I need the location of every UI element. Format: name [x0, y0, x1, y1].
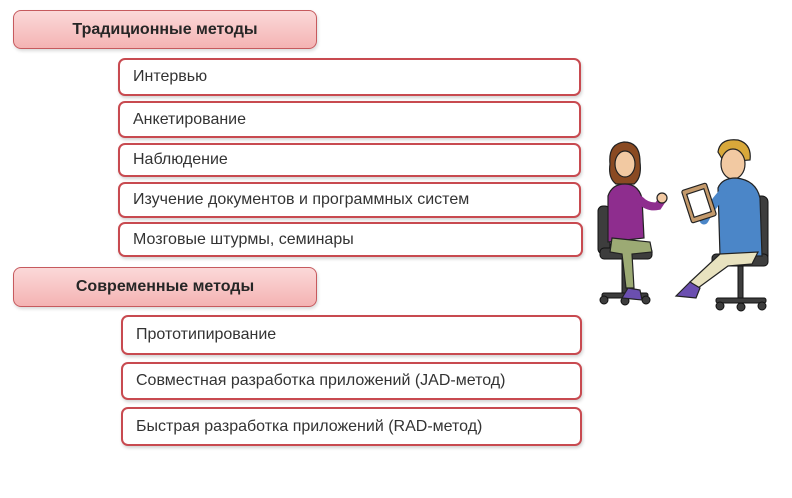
- modern-methods-header: Современные методы: [13, 267, 317, 307]
- traditional-methods-header: Традиционные методы: [13, 10, 317, 49]
- method-item-document-study: Изучение документов и программных систем: [118, 182, 581, 218]
- method-item-prototyping: Прототипирование: [121, 315, 582, 355]
- method-item-rad: Быстрая разработка приложений (RAD-метод…: [121, 407, 582, 446]
- interview-illustration: [597, 139, 769, 312]
- woman-figure: [607, 141, 668, 301]
- method-item-interview: Интервью: [118, 58, 581, 96]
- man-figure: [674, 139, 763, 299]
- method-item-jad: Совместная разработка приложений (JAD-ме…: [121, 362, 582, 400]
- method-item-questionnaire: Анкетирование: [118, 101, 581, 138]
- method-item-observation: Наблюдение: [118, 143, 581, 177]
- method-item-brainstorming: Мозговые штурмы, семинары: [118, 222, 583, 257]
